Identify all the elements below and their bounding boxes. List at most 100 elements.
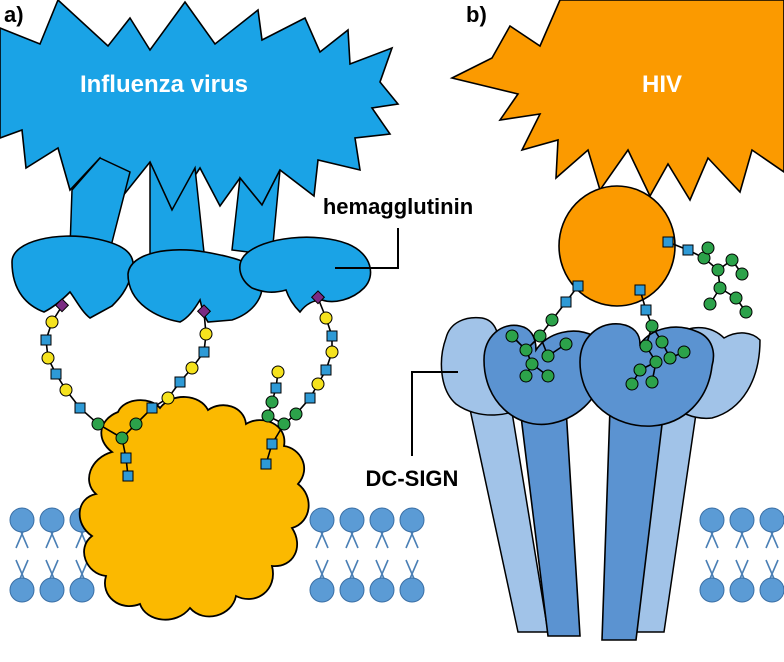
mannose-circle [525,357,539,371]
galactose-circle [319,311,333,325]
glcnac-square [640,304,652,316]
glcnac-square [74,402,86,414]
lipid-head [369,577,395,603]
hiv-glycans [505,236,753,391]
mannose-circle [115,431,129,445]
lipid-head [9,577,35,603]
lipid-head [39,507,65,533]
lipid-head [699,577,725,603]
mannose-circle [541,349,555,363]
galactose-circle [311,377,325,391]
galactose-circle [199,327,213,341]
glcnac-square [40,334,52,346]
mannose-circle [729,291,743,305]
hemagglutinin-leader-line [335,228,399,269]
glcnac-square [50,368,62,380]
mannose-circle [541,369,555,383]
lipid-head [339,507,365,533]
lipid-head [9,507,35,533]
lipid-head [729,577,755,603]
glcnac-square [682,244,694,256]
galactose-circle [161,391,175,405]
mannose-circle [655,335,669,349]
influenza-virus-label: Influenza virus [80,71,248,98]
lipid-head [399,507,425,533]
glcnac-square [326,330,338,342]
hemagglutinin-head-2 [127,249,263,323]
mannose-circle [711,263,725,277]
hemagglutinin-label: hemagglutinin [323,194,473,219]
lipid-head [309,577,335,603]
mannose-circle [645,319,659,333]
mannose-circle [533,329,547,343]
mannose-circle [725,253,739,267]
glcnac-square [146,402,158,414]
glcnac-square [634,284,646,296]
galactose-circle [185,361,199,375]
mannose-circle [739,305,753,319]
glcnac-square [662,236,674,248]
mannose-circle [633,363,647,377]
galactose-circle [271,365,285,379]
mannose-circle [701,241,715,255]
lipid-head [339,577,365,603]
galactose-circle [325,345,339,359]
mannose-circle [129,417,143,431]
mannose-circle [519,369,533,383]
mannose-circle [713,281,727,295]
lipid-head [39,577,65,603]
galactose-circle [59,383,73,397]
sialic-acid-diamond [196,304,212,319]
lipid-head [729,507,755,533]
mannose-circle [645,375,659,389]
hemagglutinin-head-3 [239,236,372,314]
hiv-label: HIV [642,71,682,98]
lipid-head [399,577,425,603]
glcnac-square [120,452,132,464]
mannose-circle [277,417,291,431]
hiv-virus-body [449,0,784,202]
mannose-circle [559,337,573,351]
glcnac-square [560,296,572,308]
dc-sign-leader-line [411,371,458,456]
mannose-circle [639,339,653,353]
sialic-acid-diamond [310,290,326,305]
mannose-circle [261,409,275,423]
mannose-circle [519,343,533,357]
mannose-circle [625,377,639,391]
sialic-acid-diamond [54,298,70,313]
lipid-head [759,577,784,603]
mannose-circle [663,351,677,365]
glcnac-square [572,280,584,292]
panel-a-tag: a) [4,2,24,27]
glcnac-square [198,346,210,358]
glcnac-square [270,382,282,394]
mannose-circle [545,313,559,327]
lipid-head [69,577,95,603]
lipid-head [309,507,335,533]
influenza-virus-body [0,0,400,212]
glcnac-square [304,392,316,404]
mannose-circle [289,407,303,421]
lipid-head [699,507,725,533]
mannose-circle [735,267,749,281]
mannose-circle [91,417,105,431]
mannose-circle [703,297,717,311]
hemagglutinin-stalks [69,157,281,263]
host-glycoprotein [78,396,310,621]
glcnac-square [174,376,186,388]
mannose-circle [505,329,519,343]
hemagglutinin-heads [11,235,372,323]
lipid-head [369,507,395,533]
hiv-gp120-sphere [558,185,676,307]
mannose-circle [677,345,691,359]
hemagglutinin-head-1 [11,235,134,319]
glcnac-square [122,470,134,482]
mannose-circle [265,395,279,409]
galactose-circle [41,351,55,365]
dc-sign-label: DC-SIGN [366,466,459,491]
glcnac-square [320,364,332,376]
galactose-circle [45,315,59,329]
lipid-head [759,507,784,533]
